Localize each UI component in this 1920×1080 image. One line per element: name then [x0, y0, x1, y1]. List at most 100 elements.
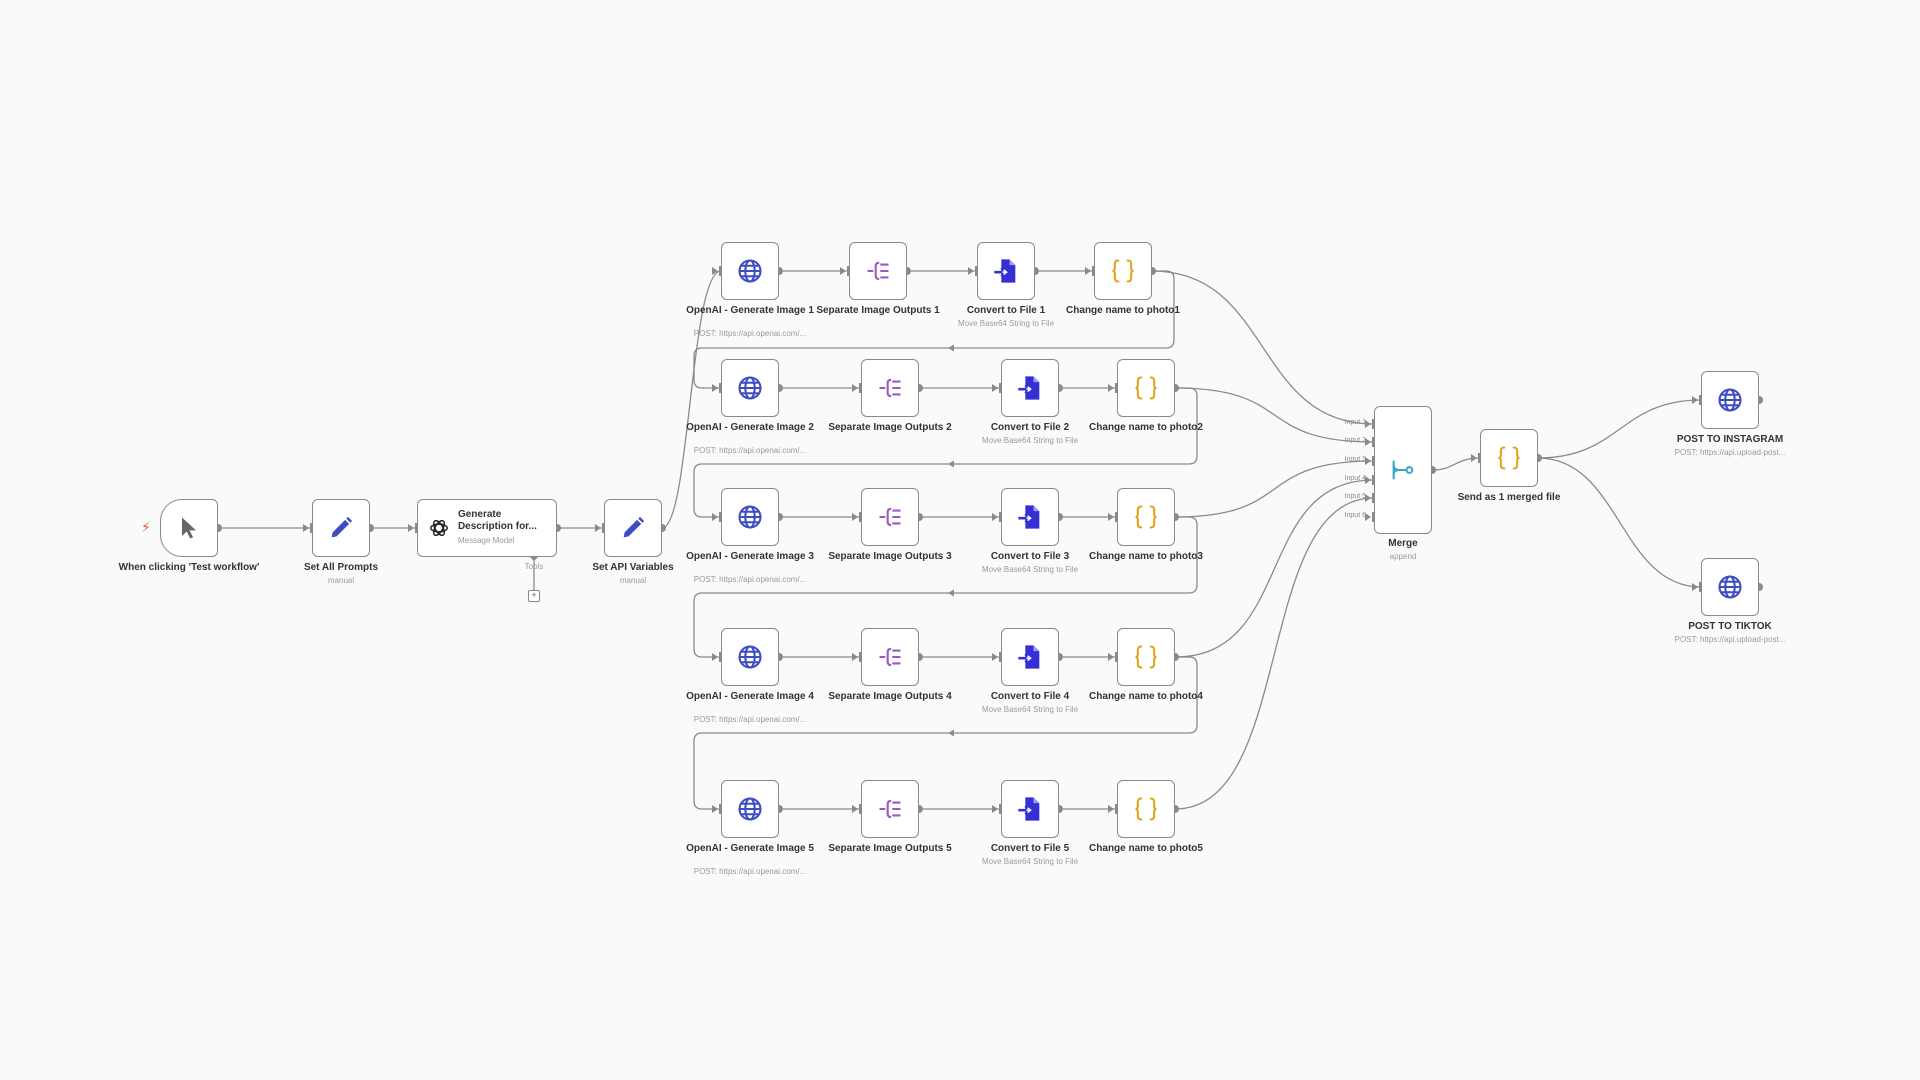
node-openai-generate-image-3[interactable]	[721, 488, 779, 546]
connection-line	[1537, 457, 1702, 588]
separate-label: Separate Image Outputs 5	[828, 843, 952, 854]
arrow-head	[1692, 396, 1698, 404]
tools-label: Tools	[524, 562, 544, 571]
node-change-name-photo5[interactable]	[1117, 780, 1175, 838]
arrow-head	[712, 805, 718, 813]
globe-icon	[1718, 388, 1742, 412]
arrow-head	[852, 384, 858, 392]
change-name-label: Change name to photo3	[1089, 551, 1203, 562]
split-out-icon	[879, 799, 901, 819]
node-manual-trigger[interactable]	[160, 499, 218, 557]
globe-icon	[738, 797, 762, 821]
node-change-name-photo1[interactable]	[1094, 242, 1152, 300]
node-convert-to-file-3[interactable]	[1001, 488, 1059, 546]
merge-sub: append	[1389, 552, 1417, 561]
convert-label: Convert to File 4	[990, 691, 1070, 702]
node-send-merged-file[interactable]	[1480, 429, 1538, 487]
curly-braces-icon	[1135, 376, 1157, 400]
node-change-name-photo4[interactable]	[1117, 628, 1175, 686]
node-generate-description[interactable]: Generate Description for... Message Mode…	[417, 499, 557, 557]
arrow-head	[303, 524, 309, 532]
merge-icon	[1392, 460, 1414, 480]
node-set-api-variables[interactable]	[604, 499, 662, 557]
cursor-icon	[182, 517, 196, 539]
globe-icon	[1718, 575, 1742, 599]
globe-icon	[738, 505, 762, 529]
arrow-head	[840, 267, 846, 275]
node-convert-to-file-5[interactable]	[1001, 780, 1059, 838]
convert-sub: Move Base64 String to File	[981, 705, 1079, 714]
arrow-head	[852, 653, 858, 661]
separate-label: Separate Image Outputs 2	[828, 422, 952, 433]
split-out-icon	[879, 647, 901, 667]
post-tiktok-label: POST TO TIKTOK	[1688, 621, 1772, 632]
arrow-head	[1692, 583, 1698, 591]
arrow-head	[712, 384, 718, 392]
arrow-head	[595, 524, 601, 532]
gen-image-label: OpenAI - Generate Image 5	[686, 843, 814, 854]
arrow-head	[948, 589, 954, 597]
arrow-head	[992, 653, 998, 661]
node-openai-generate-image-5[interactable]	[721, 780, 779, 838]
merge-input-label: Input 6	[1344, 512, 1366, 519]
node-separate-image-outputs-5[interactable]	[861, 780, 919, 838]
node-merge[interactable]	[1374, 406, 1432, 534]
node-separate-image-outputs-3[interactable]	[861, 488, 919, 546]
generate-description-sub: Message Model	[457, 536, 515, 545]
convert-label: Convert to File 3	[990, 551, 1070, 562]
merge-input-label: Input 4	[1344, 475, 1366, 482]
send-merged-label: Send as 1 merged file	[1457, 492, 1561, 503]
node-post-to-instagram[interactable]	[1701, 371, 1759, 429]
node-convert-to-file-1[interactable]	[977, 242, 1035, 300]
node-openai-generate-image-4[interactable]	[721, 628, 779, 686]
add-tool-button[interactable]: +	[528, 590, 540, 602]
gen-image-label: OpenAI - Generate Image 1	[686, 305, 814, 316]
merge-input-label: Input 3	[1344, 456, 1366, 463]
arrow-head	[992, 384, 998, 392]
pencil-icon	[623, 516, 645, 538]
separate-label: Separate Image Outputs 1	[816, 305, 940, 316]
node-convert-to-file-4[interactable]	[1001, 628, 1059, 686]
node-openai-generate-image-2[interactable]	[721, 359, 779, 417]
arrow-head	[1108, 805, 1114, 813]
curly-braces-icon	[1135, 645, 1157, 669]
split-out-icon	[879, 507, 901, 527]
convert-file-icon	[1018, 797, 1040, 821]
convert-label: Convert to File 5	[990, 843, 1070, 854]
node-change-name-photo2[interactable]	[1117, 359, 1175, 417]
globe-icon	[738, 259, 762, 283]
set-prompts-label: Set All Prompts	[303, 562, 379, 573]
trigger-label: When clicking 'Test workflow'	[118, 562, 260, 573]
openai-icon	[430, 519, 448, 537]
change-name-label: Change name to photo1	[1066, 305, 1180, 316]
connection-line	[1174, 479, 1375, 658]
node-openai-generate-image-1[interactable]	[721, 242, 779, 300]
merge-input-label: Input 5	[1344, 493, 1366, 500]
arrow-head	[1108, 653, 1114, 661]
node-post-to-tiktok[interactable]	[1701, 558, 1759, 616]
gen-image-sub: POST: https://api.openai.com/...	[693, 867, 807, 876]
node-separate-image-outputs-4[interactable]	[861, 628, 919, 686]
gen-image-sub: POST: https://api.openai.com/...	[693, 446, 807, 455]
set-api-label: Set API Variables	[592, 562, 674, 573]
node-separate-image-outputs-2[interactable]	[861, 359, 919, 417]
merge-input-label: Input 2	[1344, 437, 1366, 444]
curly-braces-icon	[1112, 259, 1134, 283]
node-convert-to-file-2[interactable]	[1001, 359, 1059, 417]
arrow-head	[1085, 267, 1091, 275]
set-prompts-sub: manual	[327, 576, 355, 585]
arrow-head	[948, 729, 954, 737]
node-separate-image-outputs-1[interactable]	[849, 242, 907, 300]
convert-sub: Move Base64 String to File	[957, 319, 1055, 328]
convert-file-icon	[1018, 645, 1040, 669]
curly-braces-icon	[1498, 446, 1520, 470]
merge-label: Merge	[1388, 538, 1418, 549]
arrow-head	[948, 344, 954, 352]
post-instagram-label: POST TO INSTAGRAM	[1676, 434, 1784, 445]
globe-icon	[738, 376, 762, 400]
arrow-head	[712, 653, 718, 661]
node-set-all-prompts[interactable]	[312, 499, 370, 557]
node-change-name-photo3[interactable]	[1117, 488, 1175, 546]
set-api-sub: manual	[619, 576, 647, 585]
